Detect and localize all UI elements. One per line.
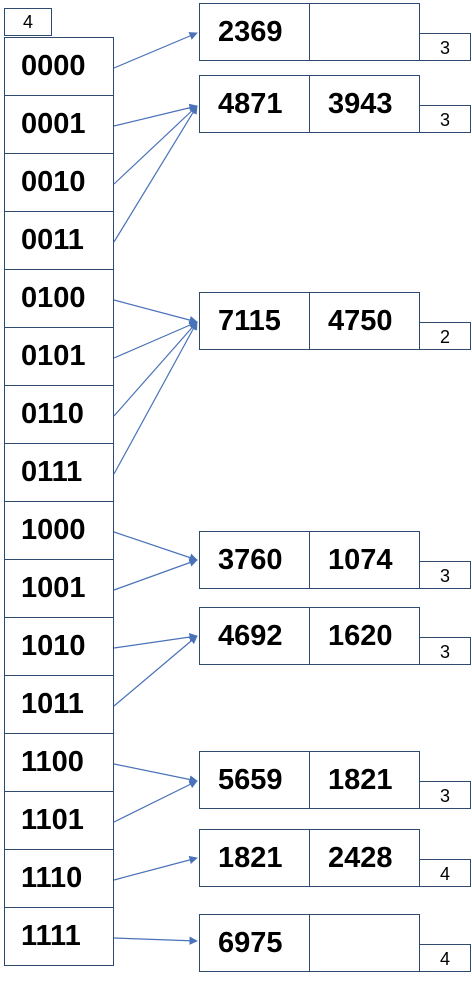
directory-entry: 1011 (4, 675, 114, 734)
pointer-arrow-1101 (113, 780, 198, 823)
bucket-4-slot-1: 3760 (199, 531, 310, 589)
bucket-3-slot-1: 7115 (199, 292, 310, 350)
bucket-6-slot-1: 5659 (199, 751, 310, 809)
directory-entry: 1010 (4, 617, 114, 676)
bucket-7-slot-1: 1821 (199, 829, 310, 887)
pointer-arrow-1000 (113, 531, 198, 562)
bucket-4-local-depth: 3 (419, 561, 471, 589)
pointer-arrow-0101 (113, 321, 198, 359)
pointer-arrow-0011 (113, 105, 198, 243)
bucket-8-slot-1: 6975 (199, 914, 310, 972)
directory-entry: 0111 (4, 443, 114, 502)
bucket-2-slot-1: 4871 (199, 75, 310, 133)
pointer-arrow-0000 (113, 32, 198, 69)
directory-entry: 1110 (4, 849, 114, 908)
bucket-1-slot-2 (309, 3, 420, 61)
bucket-7-slot-2: 2428 (309, 829, 420, 887)
bucket-6-local-depth: 3 (419, 781, 471, 809)
directory-entry: 1000 (4, 501, 114, 560)
pointer-arrow-1010 (113, 632, 198, 649)
bucket-1-local-depth: 3 (419, 33, 471, 61)
bucket-5-local-depth: 3 (419, 637, 471, 665)
bucket-8-local-depth: 4 (419, 944, 471, 972)
pointer-arrow-1011 (113, 635, 198, 707)
bucket-6-slot-2: 1821 (309, 751, 420, 809)
directory-entry: 1111 (4, 907, 114, 966)
pointer-arrow-1111 (113, 936, 198, 945)
bucket-2-slot-2: 3943 (309, 75, 420, 133)
directory-entry: 0001 (4, 95, 114, 154)
bucket-5-slot-2: 1620 (309, 607, 420, 665)
bucket-3-slot-2: 4750 (309, 292, 420, 350)
directory-entry: 0010 (4, 153, 114, 212)
bucket-3-local-depth: 2 (419, 322, 471, 350)
pointer-arrow-0100 (113, 299, 198, 325)
bucket-2-local-depth: 3 (419, 105, 471, 133)
directory-entry: 0110 (4, 385, 114, 444)
bucket-8-slot-2 (309, 914, 420, 972)
pointer-arrow-0001 (113, 103, 198, 127)
pointer-arrow-0110 (113, 321, 198, 417)
pointer-arrow-1001 (113, 558, 198, 591)
pointer-arrow-1100 (113, 763, 198, 784)
pointer-arrow-0111 (113, 321, 198, 475)
bucket-7-local-depth: 4 (419, 859, 471, 887)
directory-entry: 1101 (4, 791, 114, 850)
directory-entry: 0000 (4, 37, 114, 96)
bucket-4-slot-2: 1074 (309, 531, 420, 589)
directory-entry: 1100 (4, 733, 114, 792)
directory-entry: 0101 (4, 327, 114, 386)
pointer-arrow-1110 (113, 855, 198, 881)
pointer-arrow-0010 (113, 105, 198, 185)
global-depth-box: 4 (4, 8, 52, 36)
bucket-1-slot-1: 2369 (199, 3, 310, 61)
bucket-5-slot-1: 4692 (199, 607, 310, 665)
